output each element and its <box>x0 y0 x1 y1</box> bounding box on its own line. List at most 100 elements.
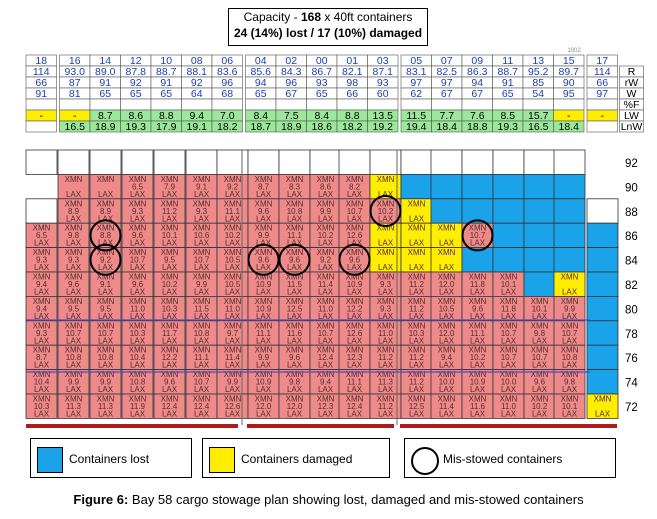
container-origin: XMN <box>561 321 579 330</box>
container-origin: XMN <box>377 370 395 379</box>
tier-label: 72 <box>625 402 638 414</box>
container-origin: XMN <box>65 248 83 257</box>
container-destination: LAX <box>409 214 425 223</box>
prop-value-w: 65 <box>316 88 328 100</box>
prop-value-lw: 8.5 <box>500 110 515 122</box>
container-origin: XMN <box>224 199 242 208</box>
tier-label: 78 <box>625 329 638 341</box>
prop-cell <box>367 120 399 133</box>
container-origin: XMN <box>346 370 364 379</box>
container-destination: LAX <box>501 385 517 394</box>
container-origin: XMN <box>469 273 487 282</box>
prop-value-id: 16 <box>69 55 81 67</box>
container-destination: LAX <box>34 410 50 419</box>
container-ok <box>89 173 122 200</box>
prop-value-id: 08 <box>191 55 203 67</box>
container-origin: XMN <box>97 346 115 355</box>
container-ok <box>309 295 342 322</box>
prop-value-lw: 8.7 <box>98 110 113 122</box>
container-weight: 10.9 <box>470 378 486 387</box>
container-weight: 10.2 <box>378 207 394 216</box>
container-weight: 9.2 <box>100 256 112 265</box>
container-ok <box>247 198 280 224</box>
container-weight: 11.1 <box>225 207 241 216</box>
container-lost <box>492 198 525 224</box>
container-origin: XMN <box>161 224 179 233</box>
container-ok <box>553 393 586 419</box>
container-destination: LAX <box>130 385 146 394</box>
container-destination: LAX <box>162 239 178 248</box>
container-destination: LAX <box>470 239 486 248</box>
container-empty <box>309 149 342 175</box>
container-origin: XMN <box>377 321 395 330</box>
container-origin: XMN <box>65 224 83 233</box>
container-destination: LAX <box>225 361 241 370</box>
tier-label: 76 <box>625 353 638 365</box>
prop-value-id: 13 <box>532 55 544 67</box>
container-destination: LAX <box>66 312 82 321</box>
prop-cell <box>25 120 57 133</box>
container-ok <box>369 320 402 346</box>
container-origin: XMN <box>438 321 456 330</box>
container-destination: LAX <box>318 336 334 345</box>
container-empty <box>586 198 619 224</box>
container-weight: 6.5 <box>36 231 48 240</box>
tier-label: 74 <box>625 378 638 390</box>
container-weight: 10.7 <box>501 353 517 362</box>
container-ok <box>25 369 58 395</box>
container-weight: 11.2 <box>409 304 425 313</box>
container-origin: XMN <box>193 175 211 184</box>
container-weight: 12.0 <box>439 329 455 338</box>
container-origin: XMN <box>193 224 211 233</box>
container-origin: XMN <box>346 224 364 233</box>
container-destination: LAX <box>256 385 272 394</box>
container-origin: XMN <box>193 395 211 404</box>
container-ok <box>121 320 154 346</box>
prop-label: LW <box>624 110 639 122</box>
container-ok <box>369 393 402 419</box>
prop-value-id: 02 <box>285 55 297 67</box>
prop-cell <box>553 120 585 133</box>
container-origin: XMN <box>408 321 426 330</box>
container-destination: LAX <box>532 410 548 419</box>
container-weight: 10.4 <box>34 378 50 387</box>
container-destination: LAX <box>347 214 363 223</box>
mis-stowed-circle <box>89 219 122 252</box>
container-destination: LAX <box>225 190 241 199</box>
container-origin: XMN <box>286 297 304 306</box>
container-origin: XMN <box>500 395 518 404</box>
container-destination: LAX <box>225 214 241 223</box>
container-destination: LAX <box>194 312 210 321</box>
container-ok <box>89 247 122 273</box>
container-damaged <box>553 271 586 297</box>
container-origin: XMN <box>469 395 487 404</box>
lost-swatch <box>37 447 63 473</box>
container-lost <box>523 198 556 224</box>
container-weight: 7.9 <box>164 182 176 191</box>
prop-value-r: 83.1 <box>406 66 427 78</box>
prop-value-rw: 91 <box>160 77 172 89</box>
container-weight: 10.7 <box>130 256 146 265</box>
prop-value-id: 14 <box>99 55 111 67</box>
container-origin: XMN <box>438 370 456 379</box>
legend-lost: Containers lost <box>30 438 192 478</box>
prop-value-lnw: 19.3 <box>498 121 519 133</box>
container-ok <box>25 393 58 419</box>
container-weight: 10.1 <box>532 304 548 313</box>
prop-value-id: 01 <box>346 55 358 67</box>
container-origin: XMN <box>129 297 147 306</box>
container-destination: LAX <box>256 239 272 248</box>
container-destination: LAX <box>287 190 303 199</box>
container-weight: 9.9 <box>258 353 270 362</box>
container-empty <box>185 149 218 175</box>
container-weight: 6.5 <box>132 182 144 191</box>
container-destination: LAX <box>409 336 425 345</box>
container-origin: XMN <box>193 248 211 257</box>
container-weight: 9.9 <box>320 207 332 216</box>
prop-value-lw: - <box>567 110 571 122</box>
container-destination: LAX <box>256 312 272 321</box>
container-weight: 9.9 <box>100 378 112 387</box>
container-destination: LAX <box>318 190 334 199</box>
container-weight: 9.5 <box>100 304 112 313</box>
container-weight: 11.4 <box>439 402 455 411</box>
